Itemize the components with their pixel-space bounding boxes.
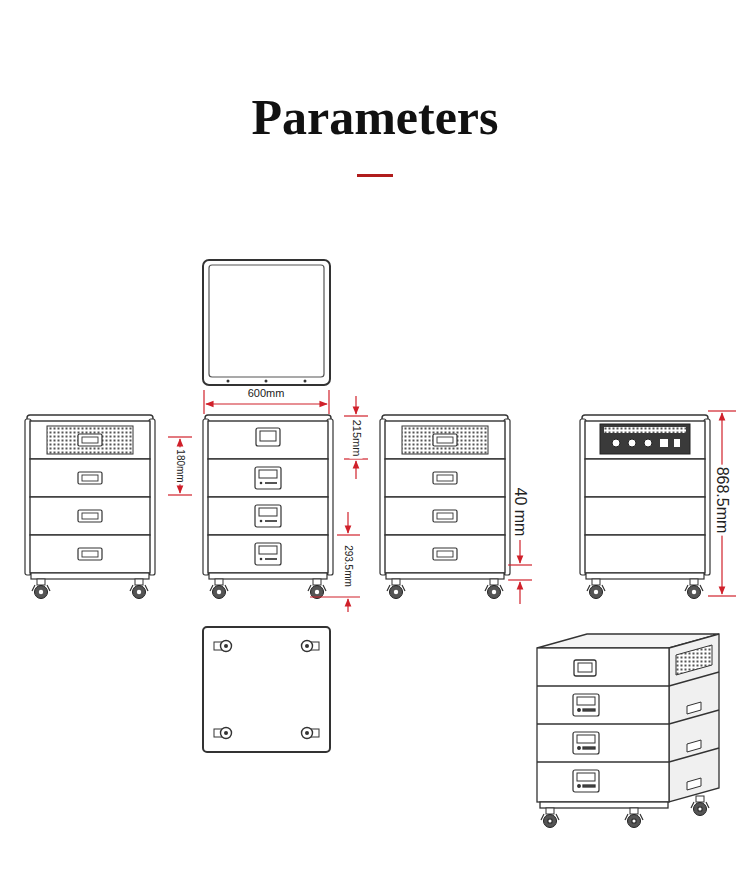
title-underline	[357, 174, 393, 177]
dimension-label: 215mm	[350, 418, 363, 459]
page-title: Parameters	[0, 92, 750, 142]
bottom-view	[203, 627, 330, 752]
dimension-lines	[168, 390, 736, 612]
side-view	[25, 415, 155, 599]
dimension-label: 40 mm	[511, 486, 529, 539]
front-view	[203, 415, 333, 599]
perspective-view	[537, 634, 719, 828]
rear-view	[580, 415, 710, 599]
side-view	[380, 415, 510, 599]
dimension-label: 293.5mm	[342, 543, 354, 589]
dimension-label: 180mm	[174, 447, 186, 484]
dimension-label: 868.5mm	[713, 465, 731, 536]
dimension-label: 600mm	[246, 387, 287, 400]
top-view	[203, 260, 330, 385]
